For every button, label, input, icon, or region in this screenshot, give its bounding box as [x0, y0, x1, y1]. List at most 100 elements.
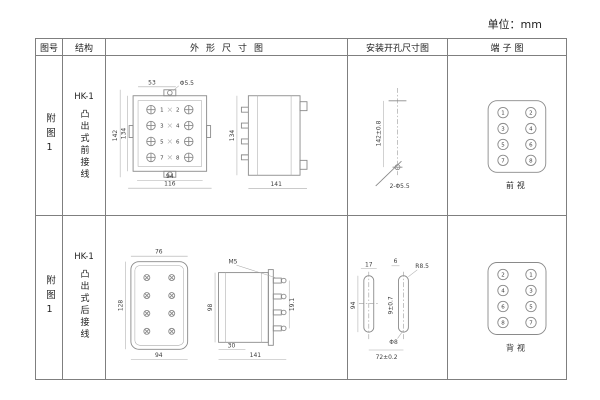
dim-top-width2: 76: [155, 249, 163, 256]
header-terminal: 端子图: [448, 39, 566, 56]
rterm-r3: 5: [529, 305, 533, 311]
terminal-circles-rear: 2 1 4 3 6 5 8 7: [497, 268, 537, 329]
rterm-l1: 2: [501, 273, 505, 279]
mounting-drawing-front-wiring: 142±0.8 2-Φ5.5: [375, 87, 410, 190]
row2-structure-cell: HK-1 凸出式后接线: [63, 216, 106, 379]
terminal-block-outline-rear: [487, 262, 547, 335]
side-view-rear-dimensions: M5 98 19.1 30 141: [207, 259, 296, 360]
dim-side-height2: 98: [207, 303, 214, 311]
header-terminal-label: 端子图: [490, 43, 527, 54]
outline-drawing-rear-wiring: 76 128 94 M5: [117, 249, 296, 360]
side-view: [240, 95, 308, 176]
row1-outline-cell: 1 2 3 4 5 6 7 8 53 Φ5.5 142: [106, 56, 348, 216]
view-label-rear: 背视: [506, 343, 528, 353]
terminal-block-outline: [487, 100, 547, 173]
header-mounting: 安装开孔尺寸图: [348, 39, 448, 56]
unit-label: 单位：mm: [487, 18, 542, 31]
dim-offset: 9±0.7: [388, 296, 395, 314]
terminal-diagram-rear: 2 1 4 3 6 5 8 7 背视: [487, 262, 547, 353]
header-mounting-label: 安装开孔尺寸图: [365, 43, 429, 54]
side-view-dimensions: 134 141: [229, 95, 307, 189]
dim-height2: 128: [117, 300, 124, 312]
header-outline-label: 外形尺寸图: [189, 43, 270, 54]
mounting-dimensions: 142±0.8 2-Φ5.5: [376, 100, 410, 190]
mounting-dimensions-rear: 17 6 R8.5 94 9±0.7 Φ8 72±0.2: [350, 258, 429, 361]
rterm-l4: 8: [501, 321, 505, 327]
spec-table: 图号 结构 外形尺寸图 安装开孔尺寸图 端子图 附图1 HK-1 凸出式前接线: [35, 38, 567, 380]
terminal-no-5: 5: [160, 139, 163, 145]
row2-outline-cell: 76 128 94 M5: [106, 216, 348, 379]
terminal-no-4: 4: [176, 124, 180, 130]
dim-hole-distance: 142±0.8: [376, 120, 383, 146]
front-view: 1 2 3 4 5 6 7 8: [128, 89, 212, 178]
dim-gap: 6: [394, 258, 398, 265]
row2-structure: 凸出式后接线: [78, 269, 89, 341]
mounting-drawing-rear-wiring: 17 6 R8.5 94 9±0.7 Φ8 72±0.2: [350, 258, 429, 361]
side-view-rear: [218, 269, 287, 346]
terminal-no-7: 7: [160, 155, 163, 161]
rear-view-dimensions: 76 128 94: [117, 249, 188, 360]
terminal-no-1: 1: [160, 108, 163, 114]
term-r4: 8: [529, 158, 533, 164]
term-r2: 4: [529, 127, 533, 133]
dim-side-height: 134: [229, 130, 236, 142]
dim-top-width: 53: [148, 79, 156, 86]
dim-pitch: 19.1: [289, 298, 296, 311]
dim-radius: R8.5: [415, 263, 429, 270]
dim-holes-label: 2-Φ5.5: [390, 183, 410, 190]
header-outline: 外形尺寸图: [106, 39, 348, 56]
row2-fig-no: 附图1: [44, 275, 55, 320]
dim-side-depth2: 141: [250, 352, 262, 359]
header-fig-no: 图号: [36, 39, 63, 56]
rterm-r4: 7: [529, 321, 533, 327]
term-l3: 5: [501, 142, 504, 148]
dim-side-depth: 141: [271, 181, 283, 188]
header-fig-no-label: 图号: [39, 43, 58, 54]
row1-fig-no: 附图1: [44, 113, 55, 158]
rear-view: [130, 261, 189, 350]
outline-drawing-front-wiring: 1 2 3 4 5 6 7 8 53 Φ5.5 142: [112, 79, 308, 189]
terminal-circles: 1 2 3 4 5 6 7 8: [497, 107, 537, 166]
dim-height-inner: 134: [121, 128, 128, 140]
term-l1: 1: [501, 111, 504, 117]
header-structure: 结构: [63, 39, 106, 56]
row1-mounting-cell: 142±0.8 2-Φ5.5: [348, 56, 448, 216]
row1-fig-no-cell: 附图1: [36, 56, 63, 216]
terminal-no-3: 3: [160, 124, 164, 130]
row1-model: HK-1: [74, 92, 94, 102]
dim-hole-dia: Φ8: [389, 339, 398, 346]
term-r1: 2: [529, 111, 532, 117]
mounting-holes: [375, 87, 407, 187]
rterm-l3: 6: [501, 305, 505, 311]
row2-model: HK-1: [74, 252, 94, 262]
terminal-no-6: 6: [176, 139, 180, 145]
dim-height-outer: 142: [112, 130, 119, 142]
dim-centers: 72±0.2: [376, 354, 398, 361]
header-structure-label: 结构: [74, 43, 93, 54]
term-l2: 3: [501, 127, 505, 133]
front-view-dimensions: 53 Φ5.5 142 134 94 116: [112, 79, 212, 189]
dim-slot-height: 94: [350, 301, 357, 309]
terminal-no-2: 2: [176, 108, 179, 114]
dim-bottom-outer: 116: [164, 181, 176, 188]
term-r3: 6: [529, 142, 533, 148]
dim-hole: Φ5.5: [180, 80, 194, 87]
dim-bottom-inner: 94: [166, 173, 174, 180]
mounting-slots: [358, 271, 409, 340]
dim-screw-label: M5: [228, 259, 237, 266]
row2-terminal-cell: 2 1 4 3 6 5 8 7 背视: [448, 216, 566, 379]
terminal-diagram-front: 1 2 3 4 5 6 7 8 前视: [487, 100, 547, 190]
rterm-l2: 4: [501, 289, 505, 295]
row1-terminal-cell: 1 2 3 4 5 6 7 8 前视: [448, 56, 566, 216]
dim-bottom2: 94: [155, 352, 163, 359]
view-label-front: 前视: [506, 180, 528, 190]
dim-slot-width: 17: [365, 261, 373, 268]
term-l4: 7: [501, 158, 504, 164]
row2-mounting-cell: 17 6 R8.5 94 9±0.7 Φ8 72±0.2: [348, 216, 448, 379]
row1-structure: 凸出式前接线: [78, 109, 89, 181]
row2-fig-no-cell: 附图1: [36, 216, 63, 379]
rterm-r2: 3: [529, 289, 533, 295]
rterm-r1: 1: [529, 273, 533, 279]
dim-depth-small: 30: [228, 342, 236, 349]
